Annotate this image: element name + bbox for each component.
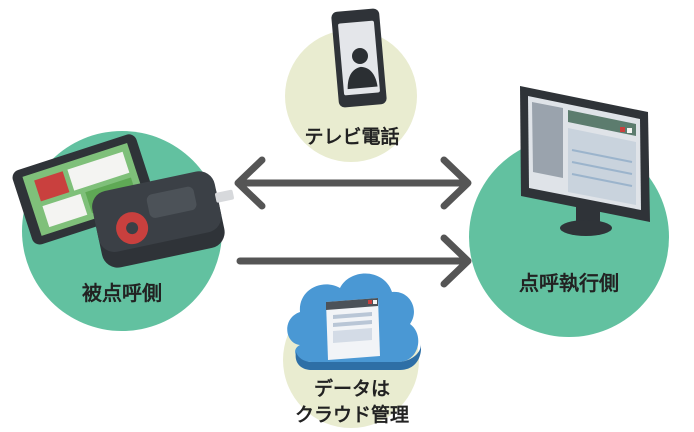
cloud-document-icon: [287, 273, 421, 370]
bottom-node-label-line2: クラウド管理: [295, 403, 409, 426]
left-node-label: 被点呼側: [82, 281, 162, 305]
smartphone-videocall-icon: [331, 8, 387, 108]
top-node-label: テレビ電話: [304, 125, 399, 148]
right-node-label: 点呼執行側: [519, 271, 619, 295]
tablet-and-alcohol-checker-icon: [12, 134, 234, 268]
bidirectional-arrow: [234, 156, 472, 210]
bottom-node-label-line1: データは: [314, 377, 390, 400]
desktop-monitor-icon: [520, 86, 650, 236]
forward-arrow: [236, 234, 472, 288]
